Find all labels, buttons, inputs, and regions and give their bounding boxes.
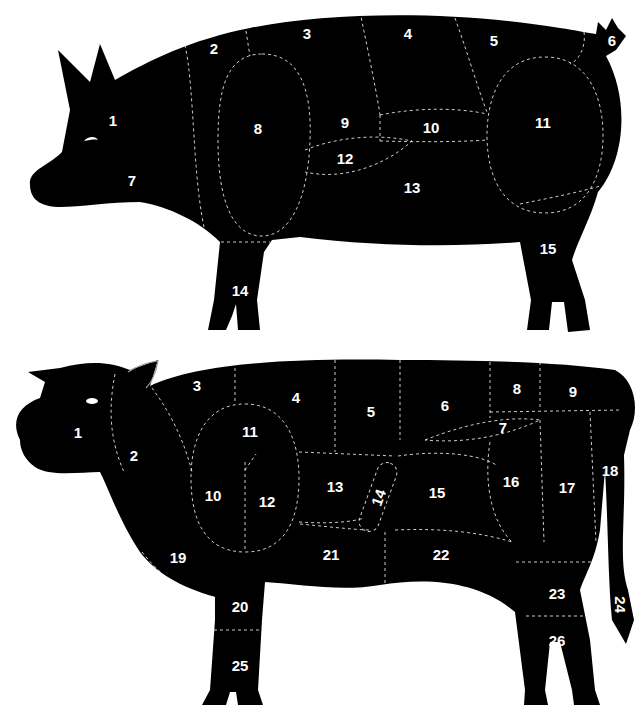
callout-number: 21	[323, 547, 340, 562]
callout-number: 2	[130, 448, 138, 463]
callout-number: 1	[109, 113, 117, 128]
callout-number: 5	[367, 404, 375, 419]
callout-number: 19	[170, 550, 187, 565]
cow-cut-lines	[111, 360, 622, 630]
callout-number: 10	[423, 120, 440, 135]
callout-number: 18	[602, 463, 619, 478]
callout-number: 7	[128, 173, 136, 188]
callout-number: 12	[337, 151, 354, 166]
cow-eye	[86, 398, 98, 404]
callout-number: 10	[205, 488, 222, 503]
callout-number: 12	[259, 494, 276, 509]
callout-number: 4	[404, 26, 412, 41]
callout-number: 6	[441, 398, 449, 413]
callout-number: 8	[513, 381, 521, 396]
callout-number: 11	[535, 115, 551, 130]
callout-number: 24	[613, 596, 628, 613]
callout-number: 2	[210, 41, 218, 56]
cow-ear	[128, 361, 158, 388]
callout-number: 15	[540, 241, 557, 256]
callout-number: 25	[232, 658, 249, 673]
callout-number: 26	[549, 633, 566, 648]
pig-cut-lines	[185, 12, 603, 242]
pig-eye	[84, 137, 98, 141]
callout-number: 9	[341, 115, 349, 130]
callout-number: 11	[242, 424, 258, 439]
callout-number: 9	[569, 384, 577, 399]
pig-silhouette	[30, 15, 626, 332]
callout-number: 4	[292, 390, 300, 405]
callout-number: 23	[549, 586, 566, 601]
callout-number: 22	[433, 547, 450, 562]
cow-figure	[16, 360, 635, 705]
callout-number: 7	[499, 420, 507, 435]
callout-number: 5	[490, 33, 498, 48]
callout-number: 1	[74, 425, 82, 440]
callout-number: 8	[254, 121, 262, 136]
callout-number: 13	[404, 180, 421, 195]
callout-number: 13	[327, 479, 344, 494]
callout-number: 6	[608, 33, 616, 48]
callout-number: 3	[193, 378, 201, 393]
cow-silhouette	[16, 360, 635, 705]
callout-number: 15	[429, 485, 446, 500]
callout-number: 17	[559, 480, 576, 495]
callout-number: 16	[503, 474, 520, 489]
callout-number: 14	[232, 283, 249, 298]
callout-number: 20	[232, 599, 249, 614]
callout-number: 3	[303, 26, 311, 41]
pig-figure	[30, 12, 626, 332]
